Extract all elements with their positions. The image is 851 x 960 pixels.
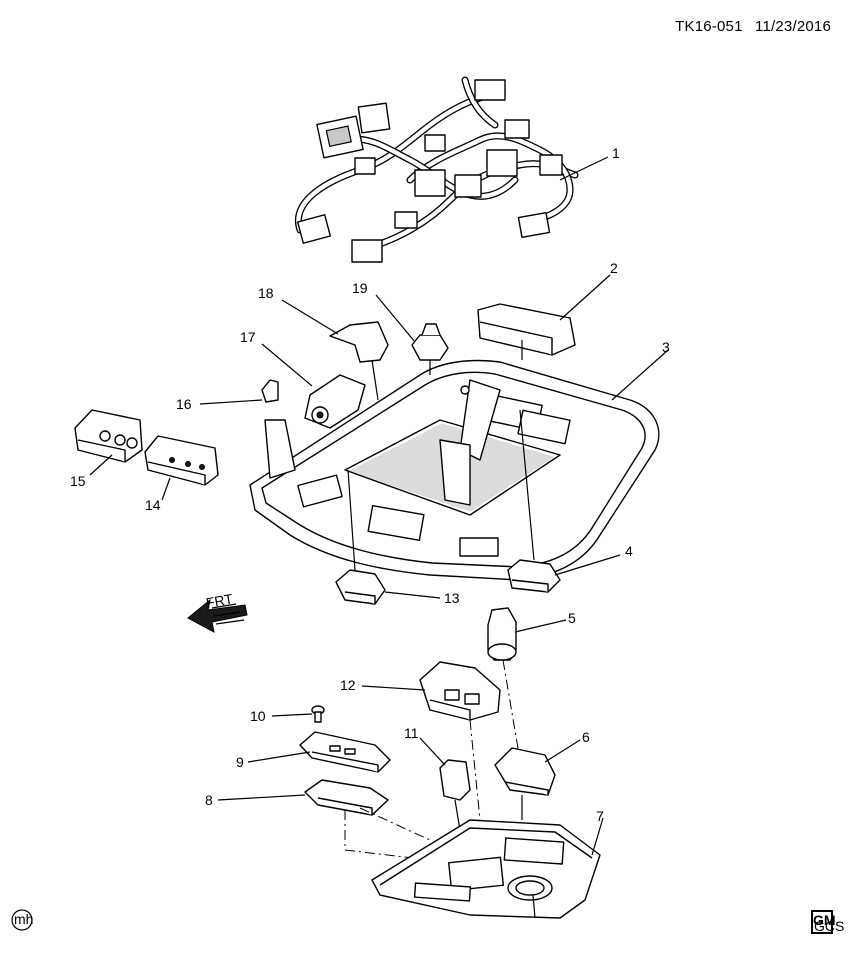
- part-8-bracket: [304, 779, 431, 861]
- part-14-switch-bank: [144, 435, 219, 486]
- callout-19: 19: [352, 280, 368, 296]
- gm-logo-text: GM: [813, 912, 836, 928]
- part-13-lamp: [335, 469, 386, 605]
- callout-6: 6: [582, 729, 590, 745]
- footer-left-logo: mh: [11, 909, 33, 931]
- callout-2: 2: [610, 260, 618, 276]
- callout-12: 12: [340, 677, 356, 693]
- callout-3: 3: [662, 339, 670, 355]
- part-5-knob: [487, 607, 521, 761]
- callout-15: 15: [70, 473, 86, 489]
- part-7-console-housing: [371, 819, 601, 919]
- part-2-module: [477, 303, 576, 360]
- part-16-clip: [261, 379, 279, 403]
- part-4-lamp: [507, 409, 561, 593]
- part-10-screw: [311, 705, 325, 723]
- callout-9: 9: [236, 754, 244, 770]
- callout-17: 17: [240, 329, 256, 345]
- front-direction-arrow: [187, 598, 248, 633]
- part-9-bracket: [299, 731, 391, 773]
- part-6-switch: [494, 747, 556, 820]
- part-15-switch: [74, 409, 143, 463]
- part-18-bracket: [329, 321, 389, 401]
- callout-10: 10: [250, 708, 266, 724]
- diagram-code: TK16-051: [675, 18, 743, 35]
- wiring-harness: [294, 76, 579, 263]
- callout-11: 11: [404, 725, 419, 741]
- callout-18: 18: [258, 285, 274, 301]
- callout-labels: 1 2 3 4 5 6 7 8 9 10 11 12 13 14 15 16 1…: [70, 145, 670, 824]
- part-19-clip: [411, 323, 449, 375]
- gcs-logo-text: GCS: [814, 918, 844, 934]
- part-11-connector: [439, 759, 471, 831]
- mh-logo-text: mh: [14, 911, 33, 927]
- diagram-header: TK16-051 11/23/2016: [667, 18, 831, 35]
- part-12-module: [419, 661, 501, 821]
- callout-14: 14: [145, 497, 161, 513]
- frt-label: FRT: [205, 590, 235, 611]
- callout-8: 8: [205, 792, 213, 808]
- callout-1: 1: [612, 145, 620, 161]
- callout-5: 5: [568, 610, 576, 626]
- leader-lines: [89, 156, 669, 856]
- callout-13: 13: [444, 590, 460, 606]
- callout-4: 4: [625, 543, 633, 559]
- part-17-switch: [304, 374, 366, 429]
- diagram-date: 11/23/2016: [755, 18, 831, 35]
- footer-gm-logo: GM GCS: [811, 910, 844, 934]
- callout-7: 7: [596, 808, 604, 824]
- callout-16: 16: [176, 396, 192, 412]
